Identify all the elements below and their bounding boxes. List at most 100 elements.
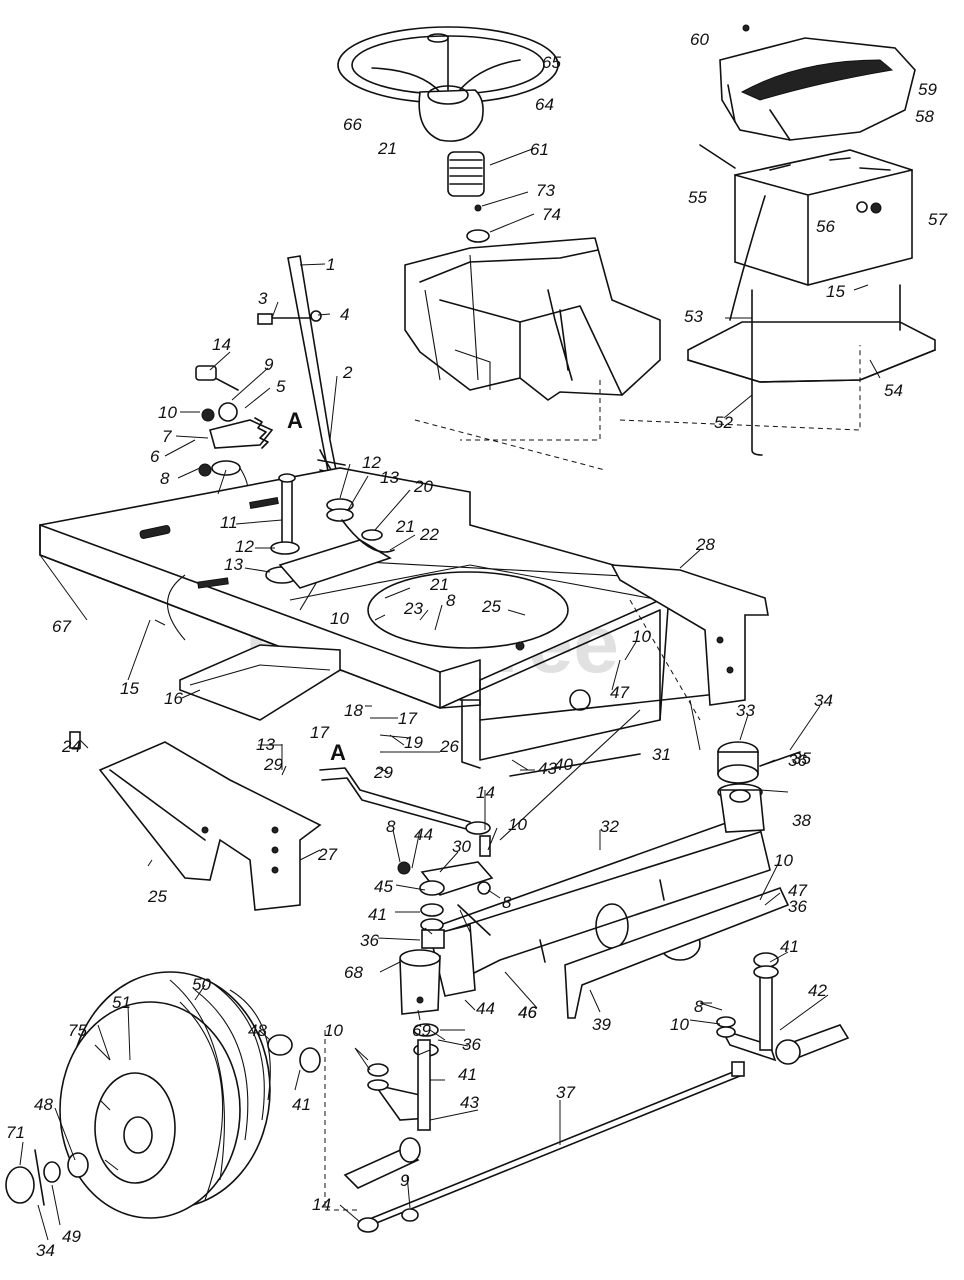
callout-24: 24 [61, 737, 81, 756]
callout-12-b: 12 [235, 537, 254, 556]
callout-3: 3 [258, 289, 268, 308]
steering-bushing [447, 151, 485, 197]
callout-27: 27 [317, 845, 337, 864]
main-frame [39, 467, 671, 769]
callout-15-b: 15 [120, 679, 139, 698]
callout-9-b: 9 [400, 1171, 410, 1190]
callout-18: 18 [344, 701, 363, 720]
callout-19: 19 [404, 733, 423, 752]
callout-33: 33 [736, 701, 755, 720]
callout-64: 64 [535, 95, 554, 114]
pivot-bushing [717, 741, 801, 803]
callout-53: 53 [684, 307, 703, 326]
callout-41-a: 41 [368, 905, 387, 924]
callout-44-b: 44 [476, 999, 495, 1018]
callout-8-c: 8 [386, 817, 396, 836]
callout-labels: 60 65 59 58 64 66 61 55 21 56 57 73 74 1… [6, 30, 947, 1260]
front-support-bracket [69, 731, 322, 911]
callout-48-b: 48 [34, 1095, 53, 1114]
callout-30: 30 [452, 837, 471, 856]
callout-38: 38 [792, 811, 811, 830]
side-bracket [610, 564, 769, 721]
callout-60: 60 [690, 30, 709, 49]
callout-22: 22 [419, 525, 439, 544]
battery-cover [719, 24, 916, 141]
callout-11: 11 [220, 513, 238, 532]
callout-56: 56 [816, 217, 835, 236]
callout-36-a: 36 [788, 751, 807, 770]
callout-41-b: 41 [780, 937, 799, 956]
callout-67: 67 [52, 617, 71, 636]
callout-34-b: 34 [36, 1241, 55, 1260]
callout-61: 61 [530, 140, 549, 159]
callout-35: 35 [792, 749, 811, 768]
callout-45: 45 [374, 877, 393, 896]
callout-26: 26 [439, 737, 459, 756]
drag-link [319, 767, 491, 835]
callout-48-a: 48 [248, 1021, 267, 1040]
callout-21-a: 21 [377, 139, 397, 158]
callout-6: 6 [150, 447, 160, 466]
callout-51: 51 [112, 993, 131, 1012]
callout-34-a: 34 [814, 691, 833, 710]
steering-wheel [337, 26, 559, 142]
callout-58: 58 [915, 107, 934, 126]
callout-13-a: 13 [380, 468, 399, 487]
callout-36-c: 36 [360, 931, 379, 950]
callout-46-a: 46 [518, 1003, 537, 1022]
front-wheel [59, 971, 271, 1219]
callout-14-c: 14 [312, 1195, 331, 1214]
callout-37: 37 [556, 1083, 575, 1102]
callout-66: 66 [343, 115, 362, 134]
dash-panel [404, 237, 661, 471]
callout-65: 65 [542, 53, 561, 72]
shift-lever [257, 255, 347, 503]
callout-29-b: 29 [373, 763, 393, 782]
callout-39: 39 [592, 1015, 611, 1034]
callout-2: 2 [342, 363, 353, 382]
leader-lines [19, 30, 905, 1241]
washer-49 [43, 1161, 61, 1183]
callout-50: 50 [192, 975, 211, 994]
tie-rod [357, 1061, 745, 1233]
view-letter-a-top: A [287, 408, 303, 433]
hub-cap [5, 1166, 35, 1204]
pivot-pins [265, 473, 395, 589]
callout-8-a: 8 [160, 469, 170, 488]
callout-49: 49 [62, 1227, 81, 1246]
callout-43-a: 43 [538, 759, 557, 778]
callout-73: 73 [536, 181, 555, 200]
callout-44-a: 44 [414, 825, 433, 844]
cotter-pin [34, 1149, 45, 1206]
left-spindle [343, 1039, 431, 1189]
callout-43-b: 43 [460, 1093, 479, 1112]
callout-10-d: 10 [508, 815, 527, 834]
callout-47-a: 47 [610, 683, 629, 702]
battery [699, 144, 913, 321]
callout-41-d: 41 [458, 1065, 477, 1084]
callout-13-b: 13 [224, 555, 243, 574]
callout-9-a: 9 [264, 355, 274, 374]
callout-25-b: 25 [147, 887, 167, 906]
callout-54: 54 [884, 381, 903, 400]
callout-17-a: 17 [398, 709, 417, 728]
callout-32: 32 [600, 817, 619, 836]
callout-41-c: 41 [292, 1095, 311, 1114]
callout-25-a: 25 [481, 597, 501, 616]
callout-31: 31 [652, 745, 671, 764]
callout-8-e: 8 [694, 997, 704, 1016]
callout-14-b: 14 [476, 783, 495, 802]
callout-7-a: 7 [162, 427, 172, 446]
washer-41 [299, 1047, 321, 1073]
callout-10-c: 10 [632, 627, 651, 646]
callout-59: 59 [918, 80, 937, 99]
callout-28: 28 [695, 535, 715, 554]
callout-10-a: 10 [158, 403, 177, 422]
callout-5: 5 [276, 377, 286, 396]
wheel-bearing-outer [267, 1034, 293, 1056]
wheel-bearing-inner [67, 1152, 89, 1178]
callout-57: 57 [928, 210, 947, 229]
right-spindle [716, 952, 850, 1065]
callout-40: 40 [554, 755, 573, 774]
